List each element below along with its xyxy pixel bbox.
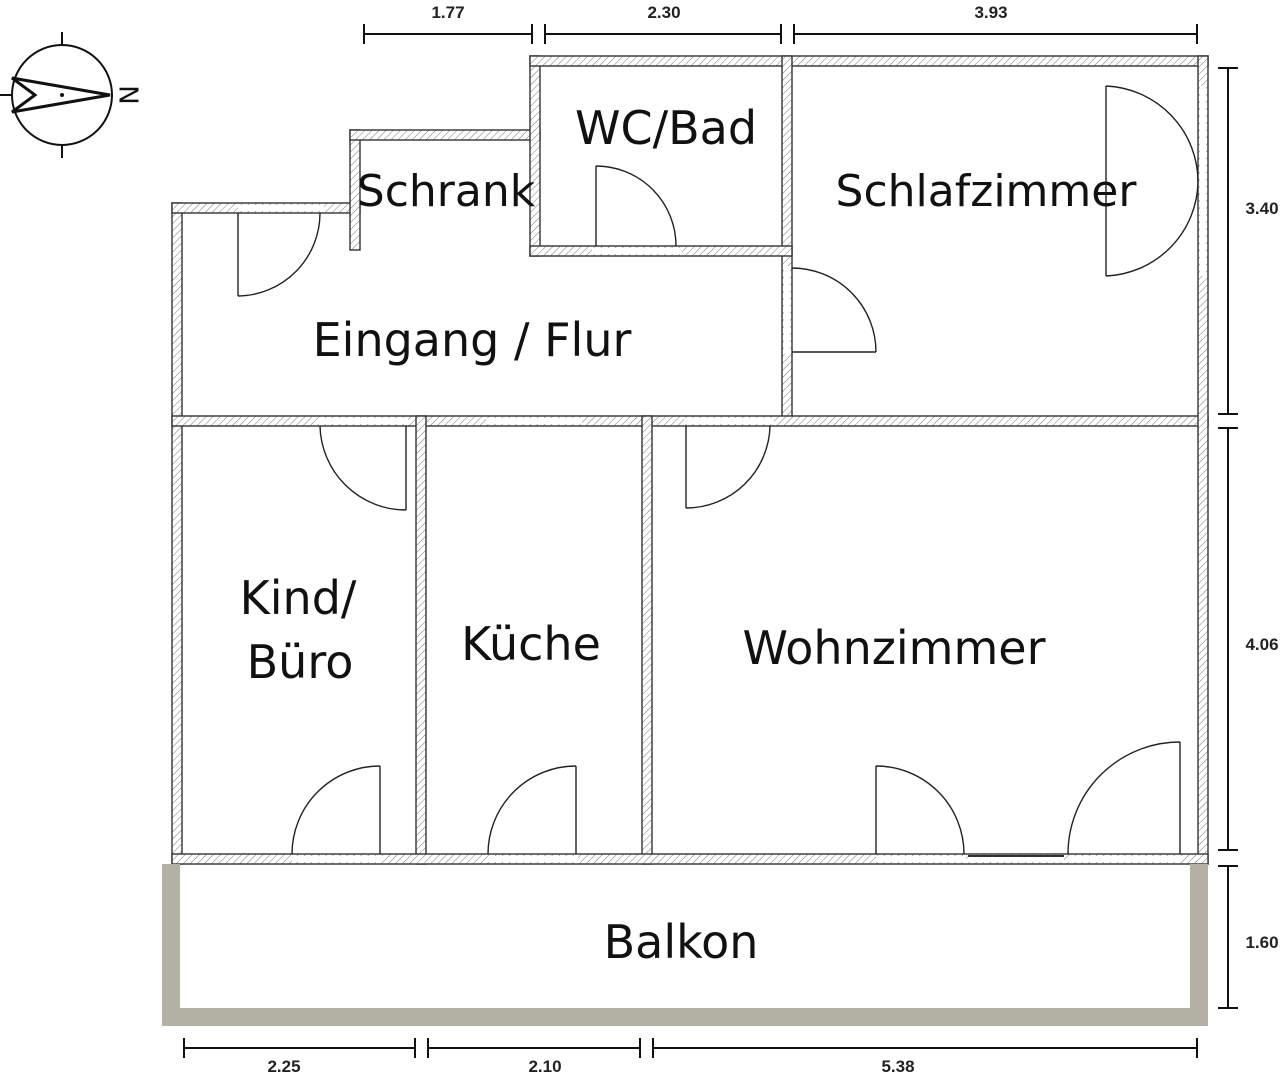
door-kind-balcony-arc (291, 765, 381, 855)
dimensions-top: 1.77 2.30 3.93 (363, 3, 1198, 44)
dimensions-bottom: 2.25 2.10 5.38 (183, 1038, 1198, 1076)
opening-wohn-window (968, 856, 1064, 862)
wall-outer-left (171, 202, 183, 865)
dimension-right-3: 1.60 (1245, 933, 1278, 952)
door-bedroom-window-arc-1 (1105, 85, 1199, 183)
room-label-kueche: Küche (461, 617, 601, 671)
wall-kueche-wohn (641, 415, 653, 865)
dimension-right-1: 3.40 (1245, 199, 1278, 218)
wall-kind-kueche (415, 415, 427, 865)
room-label-eingang-flur: Eingang / Flur (313, 313, 632, 367)
door-kind-arc (319, 425, 407, 511)
compass-north-label: N (113, 85, 143, 104)
door-kueche-balcony-arc (487, 765, 577, 855)
dimension-top-3: 3.93 (974, 3, 1007, 22)
wall-schrank-top (349, 129, 541, 141)
compass-center-dot (60, 93, 64, 97)
opening-kind-balcony (292, 856, 382, 862)
room-labels: WC/Bad Schrank Schlafzimmer Eingang / Fl… (240, 101, 1138, 969)
opening-kueche-balcony (488, 856, 578, 862)
dimension-bottom-3: 5.38 (881, 1057, 914, 1076)
room-label-kind-line2: Büro (247, 635, 354, 689)
opening-bedroom-door (784, 266, 790, 354)
room-label-wohnzimmer: Wohnzimmer (743, 621, 1046, 675)
opening-bath-door (592, 248, 682, 254)
openings (238, 86, 1206, 862)
room-label-kind-line1: Kind/ (240, 571, 357, 625)
room-label-schrank: Schrank (357, 166, 536, 217)
door-bedroom-window-arc-2 (1105, 181, 1199, 277)
opening-bedroom-window (1200, 86, 1206, 276)
door-wohn-arc (685, 425, 771, 509)
wall-bath-right (781, 55, 793, 419)
opening-entry (238, 205, 324, 211)
dimension-bottom-2: 2.10 (528, 1057, 561, 1076)
door-entry-arc (237, 212, 321, 297)
wall-bottom (171, 853, 1209, 865)
opening-kind-door-top (318, 418, 408, 424)
compass: N (0, 32, 143, 158)
opening-wohn-balcony-1 (876, 856, 966, 862)
dimensions-right: 3.40 4.06 1.60 (1218, 67, 1279, 1009)
dimension-top-1: 1.77 (431, 3, 464, 22)
dimension-right-2: 4.06 (1245, 635, 1278, 654)
north-arrow-icon (11, 76, 111, 114)
room-label-balkon: Balkon (604, 915, 759, 969)
door-bath-arc (595, 165, 677, 247)
opening-wohn-balcony-2 (1068, 856, 1182, 862)
balcony-railing (162, 864, 1208, 1026)
dimension-bottom-1: 2.25 (267, 1057, 300, 1076)
doors (237, 85, 1199, 855)
dimension-top-2: 2.30 (647, 3, 680, 22)
door-wohn-balcony-arc-1 (875, 765, 965, 855)
door-bedroom-arc (791, 267, 877, 353)
room-label-wc-bad: WC/Bad (575, 101, 757, 155)
door-wohn-balcony-arc-2 (1067, 741, 1181, 855)
wall-bath-left (529, 55, 541, 257)
opening-kueche-top (486, 418, 582, 424)
room-label-schlafzimmer: Schlafzimmer (836, 166, 1138, 217)
wall-top (529, 55, 1209, 67)
opening-wohn-door-top (684, 418, 774, 424)
